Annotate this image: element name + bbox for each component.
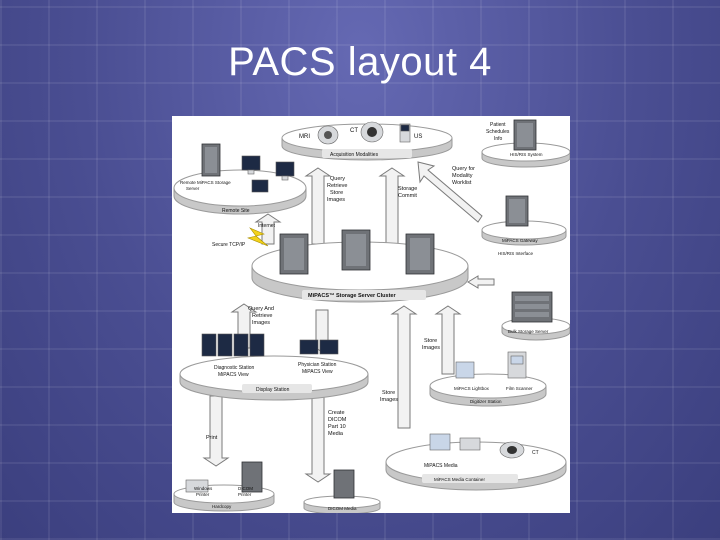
remote-workstation-icon <box>241 155 295 193</box>
label-gateway: MiPACS Gateway <box>502 238 538 243</box>
label-hisris-interface: HIS/RIS Interface <box>498 251 534 256</box>
label-qar-3: Images <box>252 320 270 326</box>
diagnostic-monitors-icon <box>201 333 265 357</box>
arrow-create-media <box>304 395 332 483</box>
ultrasound-icon <box>399 123 411 143</box>
dicom-media-icon <box>333 469 355 499</box>
label-create-1: Create <box>328 410 345 416</box>
gateway-server-icon <box>505 195 529 227</box>
label-media: MiPACS Media <box>424 463 458 469</box>
arrow-store-digitizer <box>434 305 462 375</box>
label-worklist-1: Query for <box>452 166 475 172</box>
slide-title: PACS layout 4 <box>228 40 492 84</box>
arrow-storage-commit <box>378 167 406 245</box>
label-lightbox: MiPACS Lightbox <box>454 386 490 391</box>
label-physician-1: Physician Station <box>298 362 337 368</box>
arrow-print <box>202 395 230 467</box>
arrow-remote <box>254 213 282 245</box>
label-physician-2: MiPACS View <box>302 369 333 375</box>
label-patient-3: Info <box>494 136 503 142</box>
label-create-3: Part 10 <box>328 424 346 430</box>
lightbox-icon <box>455 361 475 379</box>
platform-dicom-media <box>303 495 381 513</box>
label-store-media-2: Images <box>380 397 398 403</box>
label-storage-commit-2: Commit <box>398 193 417 199</box>
cluster-server-icon <box>279 229 435 275</box>
label-mri: MRI <box>299 134 310 140</box>
label-qrs-4: Images <box>327 197 345 203</box>
pacs-diagram-svg: MRI CT US Acquisition Modalities Patient… <box>173 119 570 513</box>
pacs-diagram: MRI CT US Acquisition Modalities Patient… <box>172 116 570 513</box>
label-digitizer-station: Digitizer Station <box>470 399 502 404</box>
label-display-station: Display Station <box>256 387 290 393</box>
remote-server-icon <box>201 143 221 177</box>
label-windows-printer-2: Printer <box>196 492 210 497</box>
label-remote-server-1: Remote MiPACS Storage <box>180 180 231 185</box>
platform-display <box>179 355 369 401</box>
label-windows-printer-1: Windows <box>194 486 213 491</box>
label-print: Print <box>206 435 218 441</box>
label-qrs-2: Retrieve <box>327 183 347 189</box>
label-media-container: MiPACS Media Container <box>434 477 485 482</box>
label-dicom-printer-2: Printer <box>238 492 252 497</box>
media-ct-icon <box>499 441 525 459</box>
label-cluster: MiPACS™ Storage Server Cluster <box>308 293 396 299</box>
label-dicom-printer-1: DICOM <box>238 486 253 491</box>
bulk-storage-icon <box>511 291 553 323</box>
label-view: MiPACS View <box>218 372 249 378</box>
arrow-worklist <box>417 161 483 223</box>
label-patient-1: Patient <box>490 122 506 128</box>
label-qrs-1: Query <box>330 176 345 182</box>
physician-monitors-icon <box>299 339 339 355</box>
platform-his <box>481 142 570 168</box>
platform-remote <box>173 169 307 215</box>
windows-printer-icon <box>185 479 209 493</box>
mri-scanner-icon <box>317 125 339 145</box>
platform-media <box>385 441 567 491</box>
label-hardcopy: Hardcopy <box>212 504 232 509</box>
label-film-scanner: Film Scanner <box>506 386 533 391</box>
label-create-4: Media <box>328 431 344 437</box>
his-server-icon <box>513 119 537 151</box>
label-remote-server-2: Server <box>186 186 200 191</box>
internet-bolt-icon <box>247 227 269 247</box>
arrow-store-media <box>390 305 418 429</box>
film-scanner-icon <box>507 351 527 379</box>
platform-digitizer <box>429 373 547 407</box>
label-worklist-2: Modality <box>452 173 473 179</box>
label-bulk-storage: Bulk Storage Server <box>508 329 549 334</box>
label-worklist-3: Worklist <box>452 180 472 186</box>
label-ct: CT <box>350 128 358 134</box>
label-us: US <box>414 134 422 140</box>
label-store-media-1: Store <box>382 390 395 396</box>
label-storage-commit-1: Storage <box>398 186 417 192</box>
label-remote-site: Remote Site <box>222 208 250 214</box>
label-patient-2: Schedules <box>486 129 510 135</box>
label-qar-1: Query And <box>248 306 274 312</box>
label-media-ct: CT <box>532 450 539 456</box>
label-qar-2: Retrieve <box>252 313 272 319</box>
dicom-printer-icon <box>241 461 263 493</box>
label-secure-tcpip: Secure TCP/IP <box>212 242 246 248</box>
label-acquisition: Acquisition Modalities <box>330 152 379 158</box>
label-create-2: DICOM <box>328 417 347 423</box>
label-store-digitizer-2: Images <box>422 345 440 351</box>
label-dicom-media: DICOM Media <box>328 506 357 511</box>
ct-scanner-icon <box>360 121 384 143</box>
label-internet: Internet <box>258 223 276 229</box>
label-his: HIS/RIS System <box>510 152 543 157</box>
label-store-digitizer-1: Store <box>424 338 437 344</box>
arrow-bulk <box>467 275 495 289</box>
label-qrs-3: Store <box>330 190 343 196</box>
label-diagnostic-station: Diagnostic Station <box>214 365 255 371</box>
media-station-icon <box>429 433 481 451</box>
